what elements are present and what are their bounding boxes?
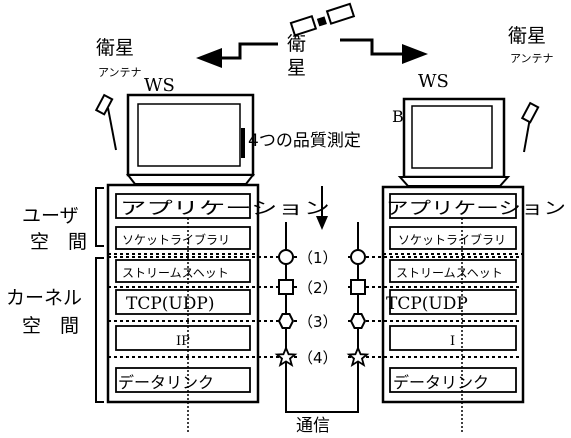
square-marker-icon	[278, 279, 294, 295]
right-antenna-icon	[520, 101, 540, 153]
right-antenna-sub: アンテナ	[510, 52, 554, 65]
right-layer-socket-text: ソケットライブラリ	[398, 232, 506, 247]
signal-right-icon	[340, 38, 428, 64]
left-antenna-title: 衛星	[96, 37, 134, 59]
circle-marker-icon	[350, 249, 366, 265]
left-layer-stream	[115, 259, 251, 283]
right-ws-sub: B	[392, 107, 404, 126]
square-marker-icon	[350, 279, 366, 295]
user-space-label-1: ユーザ	[22, 205, 79, 227]
star-marker-icon	[346, 345, 370, 367]
user-space-bracket	[95, 187, 104, 247]
user-space-label-2: 空 間	[30, 231, 87, 253]
right-layer-ip	[389, 325, 517, 351]
star-marker-icon	[274, 345, 298, 367]
right-layer-socket	[389, 226, 517, 250]
hexagon-marker-icon	[277, 313, 295, 329]
left-antenna-icon	[94, 93, 117, 151]
left-layer-datalink	[115, 367, 251, 393]
kernel-space-bracket	[95, 257, 104, 403]
kernel-space-label-2: 空 間	[22, 315, 79, 337]
right-layer-ip-text: I	[450, 334, 455, 349]
measure-point-1: （1）	[298, 249, 338, 267]
right-layer-stream	[389, 259, 517, 283]
left-monitor-icon	[125, 93, 256, 185]
satellite-label-1: 衛	[287, 33, 306, 55]
right-layer-application	[389, 193, 517, 219]
measure-point-3: （3）	[298, 313, 338, 331]
left-stack: アプリケーション ソケットライブラリ ストリームスヘット TCP(UDP) IP…	[106, 183, 330, 404]
left-layer-stream-text: ストリームスヘット	[122, 266, 229, 280]
left-layer-tcp-text: TCP(UDP)	[126, 294, 214, 314]
right-layer-tcp	[389, 289, 517, 315]
right-stack: アプリケーション ソケットライブラリ ストリームスヘット TCP(UDP I デ…	[381, 185, 566, 404]
circle-marker-icon	[278, 249, 294, 265]
right-layer-datalink	[389, 367, 517, 393]
hexagon-marker-icon	[349, 313, 367, 329]
comm-label: 通信	[296, 416, 330, 433]
measure-point-4: （4）	[298, 349, 338, 367]
left-layer-tcp	[115, 289, 251, 315]
right-layer-stream-text: ストリームスヘット	[396, 266, 503, 280]
right-monitor-icon	[397, 97, 511, 187]
right-layer-application-text: アプリケーション	[386, 199, 566, 219]
left-ws-label: WS	[144, 75, 175, 96]
left-layer-socket-text: ソケットライブラリ	[122, 232, 230, 247]
left-layer-application-text: アプリケーション	[120, 199, 330, 219]
down-arrow-icon	[316, 186, 328, 230]
left-layer-ip	[115, 325, 251, 351]
left-layer-application	[115, 193, 251, 219]
satellite-icon	[289, 2, 356, 37]
right-antenna-title: 衛星	[508, 25, 546, 47]
satellite-label-2: 星	[287, 57, 306, 79]
left-layer-socket	[115, 226, 251, 250]
right-layer-datalink-text: データリンク	[393, 373, 489, 392]
signal-left-icon	[196, 42, 278, 68]
right-layer-tcp-text: TCP(UDP	[386, 294, 468, 314]
right-ws-label: WS	[418, 71, 449, 92]
quality-title: 4つの品質測定	[248, 131, 361, 151]
left-antenna-sub: アンテナ	[98, 66, 142, 79]
left-layer-ip-text: IP	[176, 334, 190, 349]
measure-point-2: （2）	[298, 279, 338, 297]
kernel-space-label-1: カーネル	[6, 287, 82, 309]
left-layer-datalink-text: データリンク	[118, 373, 214, 392]
